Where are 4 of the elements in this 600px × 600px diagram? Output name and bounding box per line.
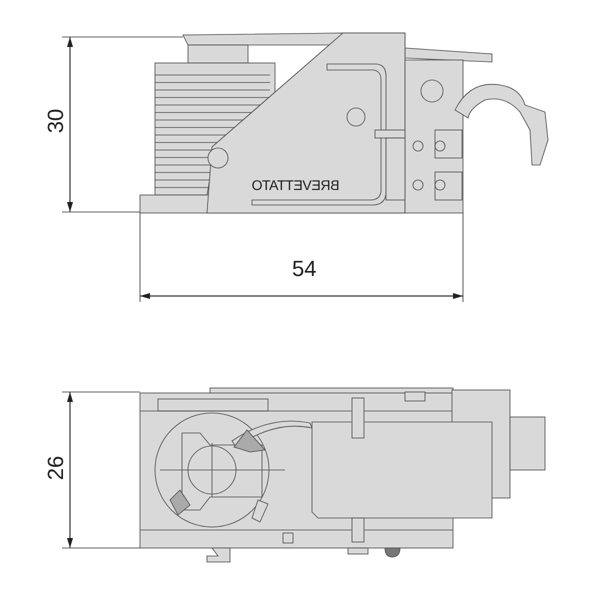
dimension-value: 54 — [292, 258, 316, 280]
engraved-text: BREVETTATO — [252, 178, 340, 192]
dimension-value: 30 — [45, 108, 68, 134]
dimension-value: 26 — [45, 456, 68, 480]
